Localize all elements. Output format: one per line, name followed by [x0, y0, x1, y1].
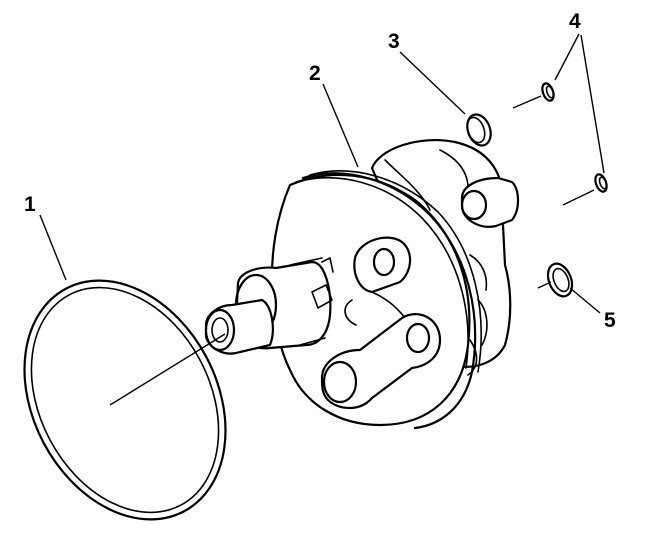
medium-o-ring: [546, 262, 574, 298]
callout-labels: 1 2 3 4 5: [24, 10, 616, 332]
callout-4: 4: [569, 10, 581, 33]
callout-2: 2: [309, 62, 321, 85]
leader-lines: [39, 33, 605, 406]
small-o-rings: [541, 82, 608, 193]
large-o-ring-gasket: [23, 279, 227, 521]
callout-3: 3: [388, 30, 400, 53]
seal-plug: [466, 113, 492, 147]
pump-housing: [204, 138, 520, 430]
callout-1: 1: [24, 193, 36, 216]
callout-5: 5: [604, 309, 616, 332]
